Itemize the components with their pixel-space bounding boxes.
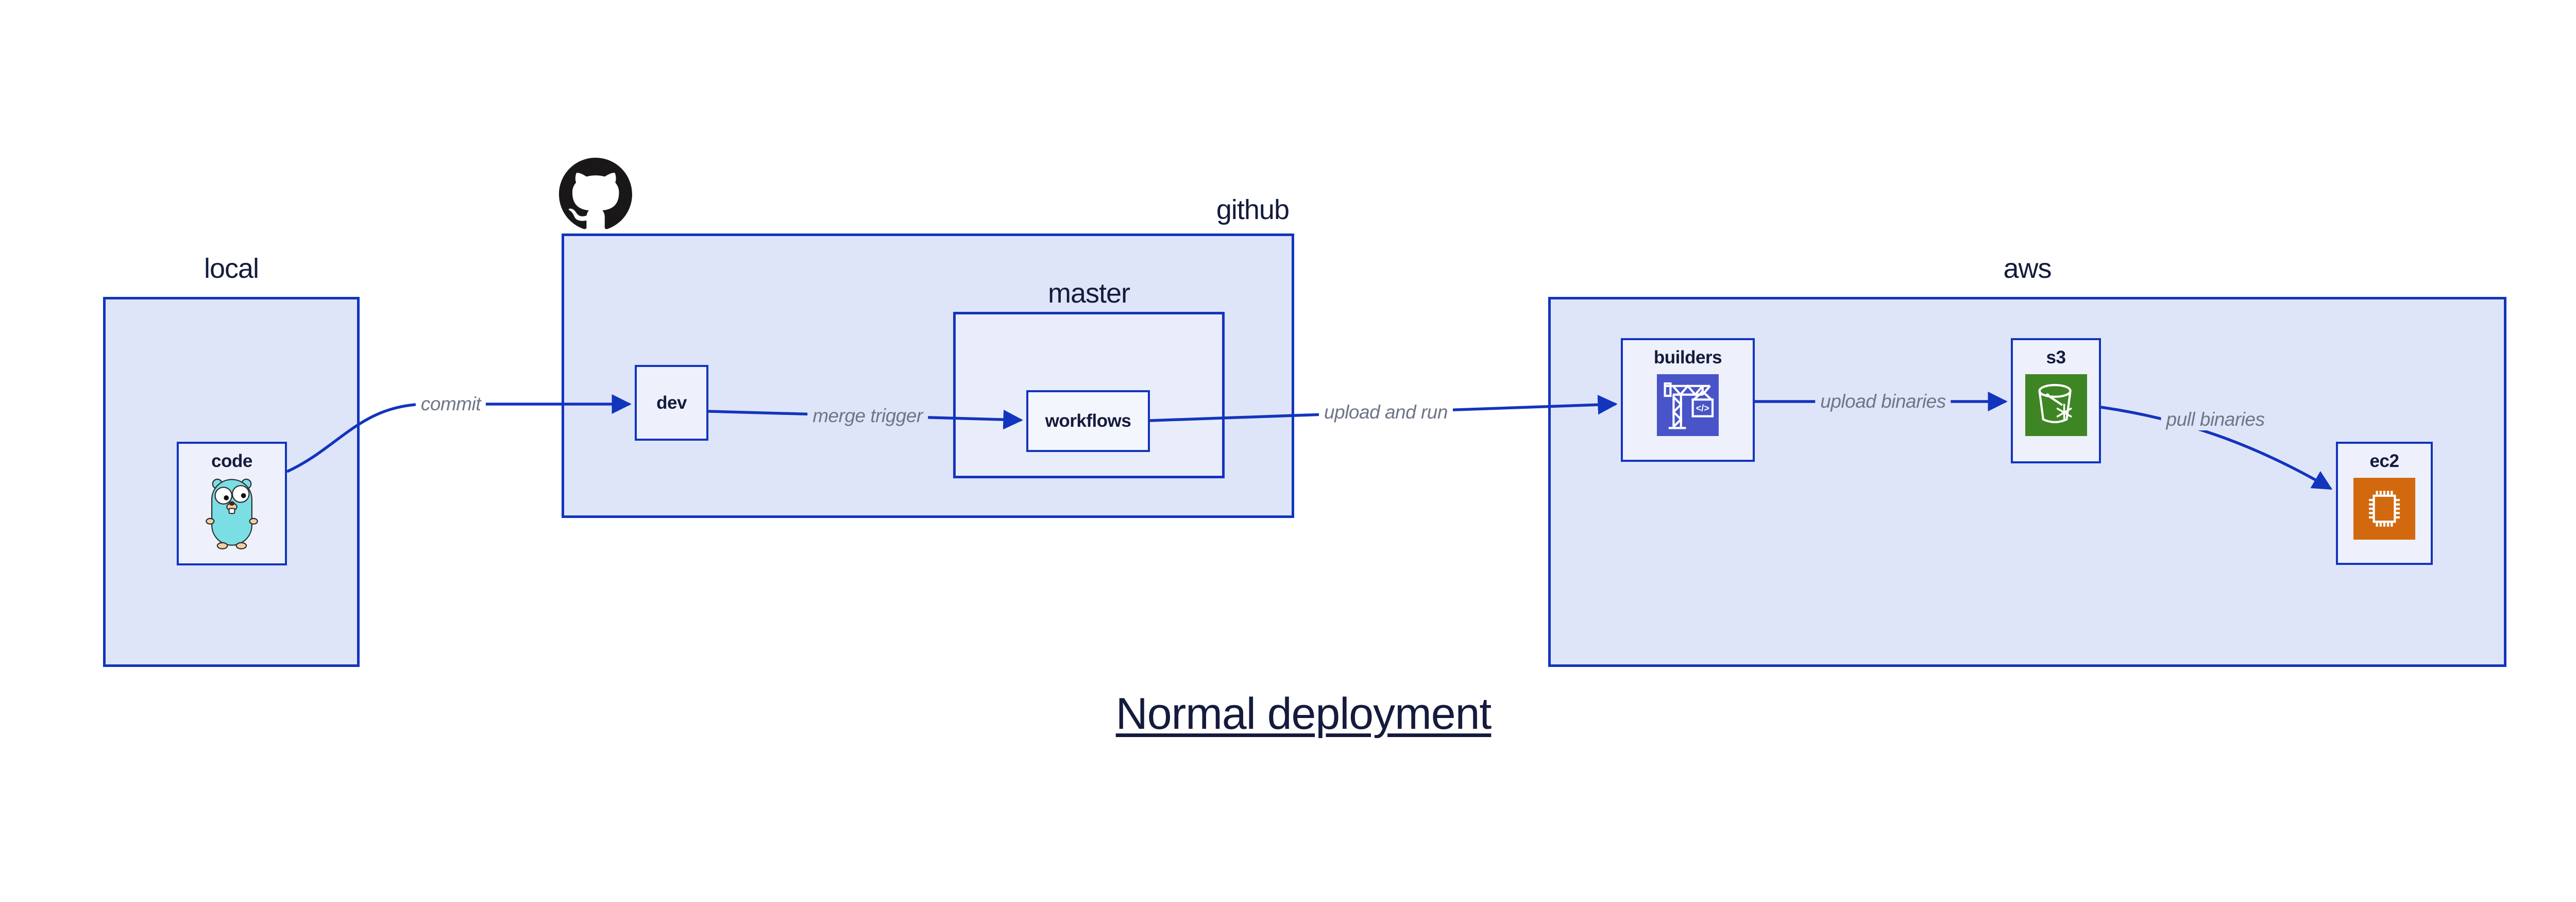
dev-node-label: dev <box>656 392 687 413</box>
code-node: code <box>177 442 287 565</box>
go-gopher-icon <box>204 475 260 550</box>
dev-branch-node: dev <box>635 365 708 441</box>
edge-merge-trigger-label: merge trigger <box>807 405 928 427</box>
builders-node-label: builders <box>1653 347 1722 368</box>
diagram-title: Normal deployment <box>1115 689 1492 739</box>
builders-node: builders </> <box>1621 338 1755 462</box>
s3-node: s3 <box>2011 338 2101 463</box>
s3-bucket-icon <box>2025 374 2087 436</box>
local-zone-label: local <box>204 253 259 284</box>
s3-node-label: s3 <box>2046 347 2066 368</box>
aws-zone-label: aws <box>2003 253 2052 284</box>
edge-upload-binaries-label: upload binaries <box>1815 391 1951 412</box>
github-zone-label: github <box>1216 194 1290 225</box>
edge-upload-and-run-label: upload and run <box>1319 402 1453 423</box>
code-node-label: code <box>211 451 252 471</box>
codebuild-crane-icon: </> <box>1657 374 1719 436</box>
edge-pull-binaries-label: pull binaries <box>2161 409 2270 430</box>
ec2-node-label: ec2 <box>2369 451 2399 471</box>
master-zone-label: master <box>1047 278 1130 309</box>
builders-code-glyph: </> <box>1696 403 1709 413</box>
workflows-node: workflows <box>1026 390 1150 452</box>
ec2-chip-icon <box>2353 478 2415 540</box>
ec2-node: ec2 <box>2336 442 2433 565</box>
workflows-node-label: workflows <box>1045 411 1131 431</box>
github-octocat-icon <box>559 158 632 231</box>
edge-commit-label: commit <box>415 393 486 415</box>
